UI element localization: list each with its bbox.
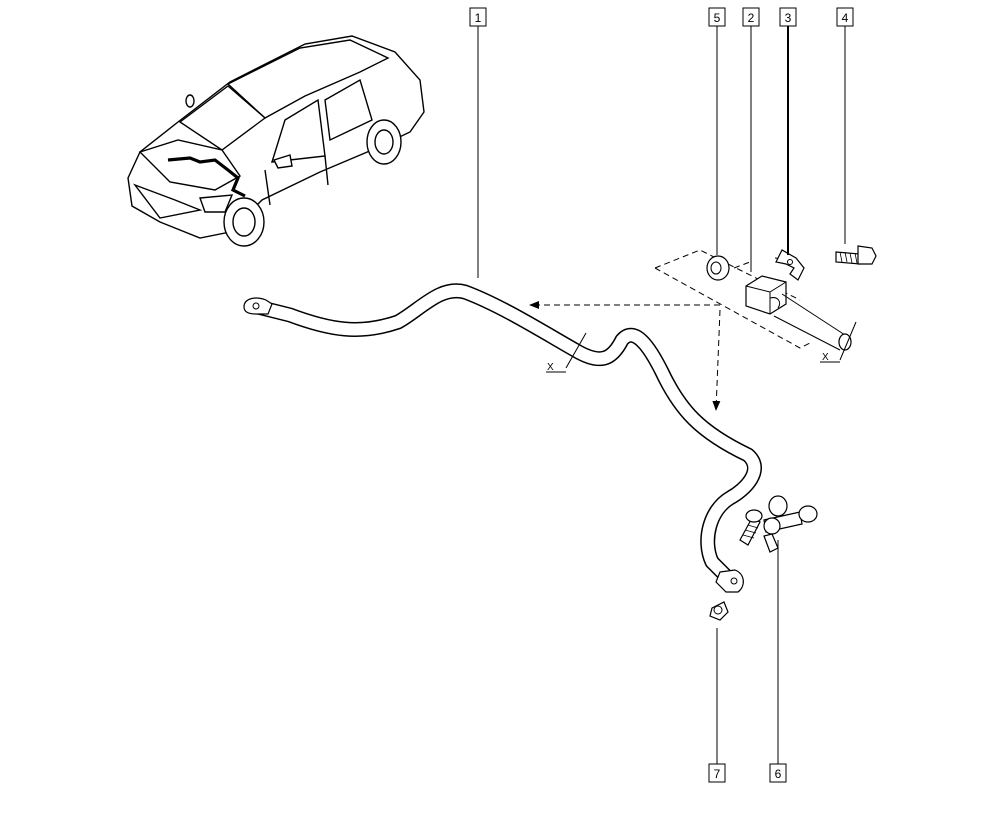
callout-2: 2 [742, 7, 760, 27]
mounting-bolt [835, 245, 877, 265]
dimension-label-bushing: X [822, 352, 829, 363]
svg-text:5: 5 [714, 11, 721, 25]
car-illustration [127, 35, 425, 247]
callout-1: 1 [469, 7, 487, 27]
svg-text:1: 1 [475, 11, 482, 25]
stabilizer-bar [243, 283, 762, 593]
callout-5: 5 [708, 7, 726, 27]
svg-text:6: 6 [775, 767, 782, 781]
callout-4: 4 [836, 7, 854, 27]
dimension-marker-bushing: X [773, 293, 857, 363]
callout-6: 6 [769, 763, 787, 783]
leader-lines [477, 26, 846, 764]
callout-3: 3 [779, 7, 797, 27]
svg-text:4: 4 [842, 11, 849, 25]
clamp-bracket [775, 249, 805, 281]
flange-nut-lower [709, 601, 729, 621]
flange-nut-upper [706, 255, 730, 281]
svg-text:2: 2 [748, 11, 755, 25]
callout-7: 7 [708, 763, 726, 783]
bushing [745, 275, 787, 315]
dimension-label: X [547, 362, 554, 373]
link-rod-assembly [739, 495, 818, 553]
svg-text:7: 7 [714, 767, 721, 781]
svg-text:3: 3 [785, 11, 792, 25]
dimension-marker-bar: X [546, 332, 587, 373]
